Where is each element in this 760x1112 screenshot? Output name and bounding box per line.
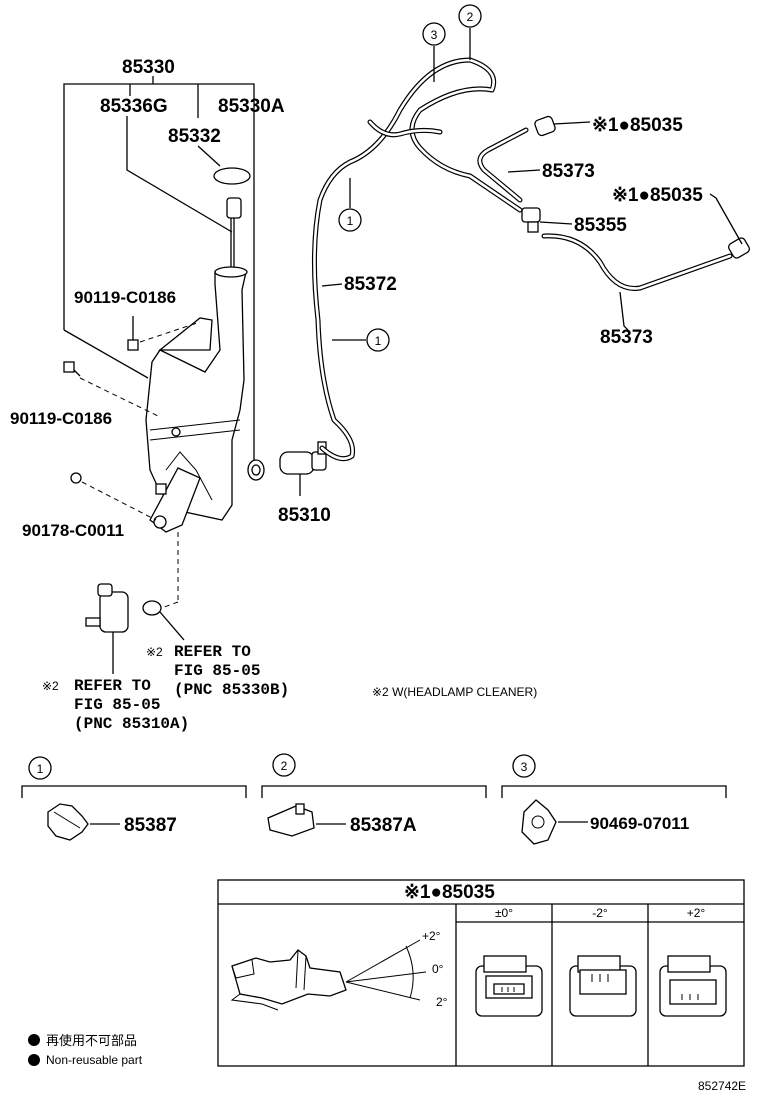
pump-85310-part — [279, 441, 327, 496]
svg-text:1: 1 — [375, 334, 382, 348]
clip-90178-part — [70, 472, 157, 521]
svg-text:2°: 2° — [436, 995, 448, 1009]
figure-id: 852742E — [698, 1079, 746, 1093]
table-title: ※1●85035 — [404, 882, 495, 903]
headlamp-pump-part — [85, 583, 129, 674]
label-85373-upper: 85373 — [542, 161, 595, 182]
refer-note-85330b: ※2 REFER TO FIG 85-05 (PNC 85330B) — [146, 643, 289, 699]
note-headlamp-cleaner: ※2 W(HEADLAMP CLEANER) — [372, 685, 537, 699]
nozzle-front-zero — [475, 955, 543, 1017]
callout-1-lower: 1 — [366, 328, 390, 352]
label-85332: 85332 — [168, 126, 221, 147]
label-85310: 85310 — [278, 505, 331, 526]
svg-text:1: 1 — [347, 214, 354, 228]
svg-text:85387A: 85387A — [350, 815, 417, 836]
label-85330a: 85330A — [218, 96, 285, 117]
label-85035-lower: ※1●85035 — [612, 185, 703, 206]
svg-text:0°: 0° — [432, 962, 444, 976]
nozzle-front-plus2 — [659, 955, 727, 1017]
legend-item-2: 2 85387A — [261, 753, 487, 837]
nozzle-angle-table: ※1●85035 ±0° -2° +2° +2° 0° 2° — [217, 879, 745, 1067]
hose-85373-lower — [541, 233, 733, 291]
svg-text:(PNC 85310A): (PNC 85310A) — [74, 715, 189, 733]
tank-leader-lines — [63, 76, 255, 465]
svg-text:+2°: +2° — [422, 929, 441, 943]
nozzle-front-minus2 — [569, 955, 637, 1017]
joint-85355-part — [521, 207, 541, 233]
label-85035-upper: ※1●85035 — [592, 115, 683, 136]
svg-text:再使用不可部品: 再使用不可部品 — [46, 1033, 137, 1048]
svg-text:(PNC 85330B): (PNC 85330B) — [174, 681, 289, 699]
hose-85373-upper — [477, 127, 529, 203]
label-90119-upper: 90119-C0186 — [74, 288, 176, 307]
legend-item-1: 1 85387 — [21, 756, 247, 841]
label-90119-lower: 90119-C0186 — [10, 409, 112, 428]
table-col-plus2: +2° — [687, 906, 706, 920]
label-85330: 85330 — [122, 57, 175, 78]
grommet-85330a-part — [247, 459, 265, 481]
svg-text:※2: ※2 — [42, 679, 59, 693]
svg-text:FIG 85-05: FIG 85-05 — [174, 662, 260, 680]
label-90178: 90178-C0011 — [22, 521, 124, 540]
footnote-non-reusable: 再使用不可部品 Non-reusable part — [28, 1033, 143, 1067]
svg-text:3: 3 — [521, 760, 528, 774]
table-col-zero: ±0° — [495, 906, 513, 920]
nozzle-side-view: +2° 0° 2° — [230, 929, 448, 1011]
svg-text:2: 2 — [467, 10, 474, 24]
hose-85372 — [311, 57, 523, 462]
nozzle-lower-part — [709, 193, 750, 259]
label-85336g: 85336G — [100, 96, 168, 117]
legend-item-3: 3 90469-07011 — [501, 754, 727, 845]
svg-text:90469-07011: 90469-07011 — [590, 814, 689, 833]
grommet-85330b-part — [142, 600, 185, 641]
label-85355: 85355 — [574, 215, 627, 236]
svg-text:※2: ※2 — [146, 645, 163, 659]
level-sensor-part — [226, 197, 242, 268]
nozzle-upper-part — [534, 115, 591, 137]
label-85372: 85372 — [344, 274, 397, 295]
washer-tank-part — [145, 266, 248, 533]
refer-note-85310a: ※2 REFER TO FIG 85-05 (PNC 85310A) — [42, 677, 189, 733]
callout-1-upper: 1 — [338, 208, 362, 232]
table-col-minus2: -2° — [592, 906, 608, 920]
bolt-left-part — [63, 361, 159, 417]
svg-text:REFER TO: REFER TO — [74, 677, 151, 695]
cap-85332-part — [213, 167, 251, 185]
svg-text:85387: 85387 — [124, 815, 177, 836]
svg-text:FIG 85-05: FIG 85-05 — [74, 696, 160, 714]
svg-text:1: 1 — [37, 762, 44, 776]
svg-text:3: 3 — [431, 28, 438, 42]
bolt-upper-part — [127, 316, 201, 351]
svg-text:Non-reusable part: Non-reusable part — [46, 1053, 143, 1067]
svg-text:REFER TO: REFER TO — [174, 643, 251, 661]
label-85373-lower: 85373 — [600, 327, 653, 348]
svg-text:2: 2 — [281, 759, 288, 773]
callout-2: 2 — [458, 4, 482, 28]
callout-3: 3 — [422, 22, 446, 46]
